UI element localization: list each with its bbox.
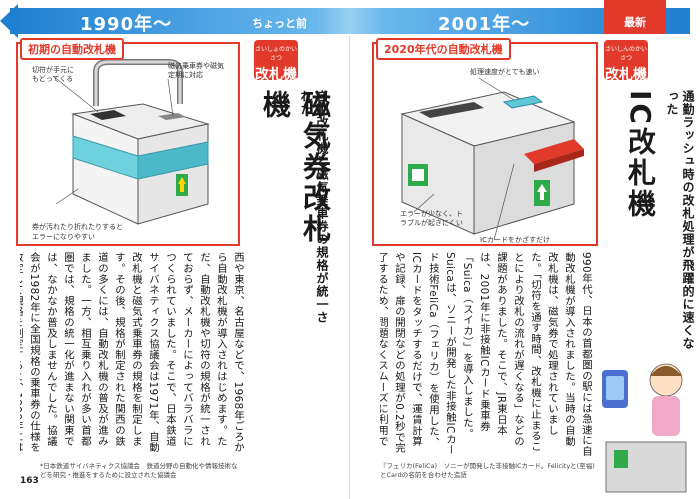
left-callout-error: エラーになりやすい	[32, 233, 95, 241]
right-callout-fast: 処理速度がとても速い	[470, 68, 540, 76]
left-footnote: *日本鉄道サイバネティクス協議会 鉄道分野の自動化や情報技術などを研究・推進をす…	[40, 462, 238, 479]
right-subtitle: 通勤ラッシュ時の改札処理が飛躍的に速くなった	[665, 90, 695, 350]
left-body-text: 西や東京、名古屋などで、1968年ごろから自動改札機が導入されはじめます。ただ、…	[20, 252, 246, 457]
timeline-arrow-icon	[0, 4, 18, 38]
left-badge-top: さいしょのかいさつ	[254, 46, 297, 62]
timeline-left-tag: ちょっと前	[252, 17, 307, 30]
right-badge-top: さいしんのかいさつ	[604, 46, 647, 62]
right-panel-label: 2020年代の自動改札機	[376, 38, 511, 60]
page-gutter	[349, 36, 350, 499]
right-illustration-panel	[372, 42, 598, 246]
latest-flag: 最新	[604, 0, 666, 34]
left-subtitle: 自動改札機と磁気乗車券の規格が統一された	[299, 90, 329, 324]
timeline-left-year: 1990年～	[80, 14, 173, 35]
left-heading: 磁気券改札機	[259, 90, 332, 245]
timeline-header: 1990年～ ちょっと前 2001年～ 最新	[0, 0, 700, 46]
timeline-bar	[10, 8, 690, 34]
timeline-right-tag: 最新	[624, 16, 646, 29]
page-number: 163	[20, 476, 39, 486]
right-footnote: 『フェリカ(FeliCa) ソニーが開発した非接触ICカード。Felicityと…	[380, 462, 595, 479]
left-callout-ticket-return: 切符が手元にもどってくる	[32, 66, 74, 83]
left-callout-dirty-ticket: 券が汚れたり折れたりすると	[32, 223, 123, 231]
left-illustration-panel	[16, 42, 240, 246]
left-callout-magnetic: 磁気乗車券や磁気定期に対応	[168, 62, 224, 79]
right-callout-tap: ICカードをかざすだけ	[480, 236, 550, 244]
ic-gate-illustration	[400, 77, 584, 241]
left-badge-main: 改札機	[255, 67, 297, 83]
left-badge: さいしょのかいさつ 改札機	[254, 40, 298, 83]
right-heading: IC改札機	[624, 90, 657, 220]
left-panel-label: 初期の自動改札機	[20, 38, 124, 60]
right-badge: さいしんのかいさつ 改札機	[604, 40, 648, 83]
magnetic-gate-illustration	[52, 59, 210, 225]
right-badge-main: 改札機	[605, 67, 647, 83]
timeline-right-year: 2001年～	[438, 14, 531, 35]
right-callout-few-errors: エラーが少なく、トラブルが起きにくい	[400, 210, 463, 227]
right-body-text: 990年代、日本の首都圏の駅には急速に自動改札機が導入されました。当時の自動改札…	[380, 252, 594, 457]
commuter-illustration	[602, 363, 687, 493]
